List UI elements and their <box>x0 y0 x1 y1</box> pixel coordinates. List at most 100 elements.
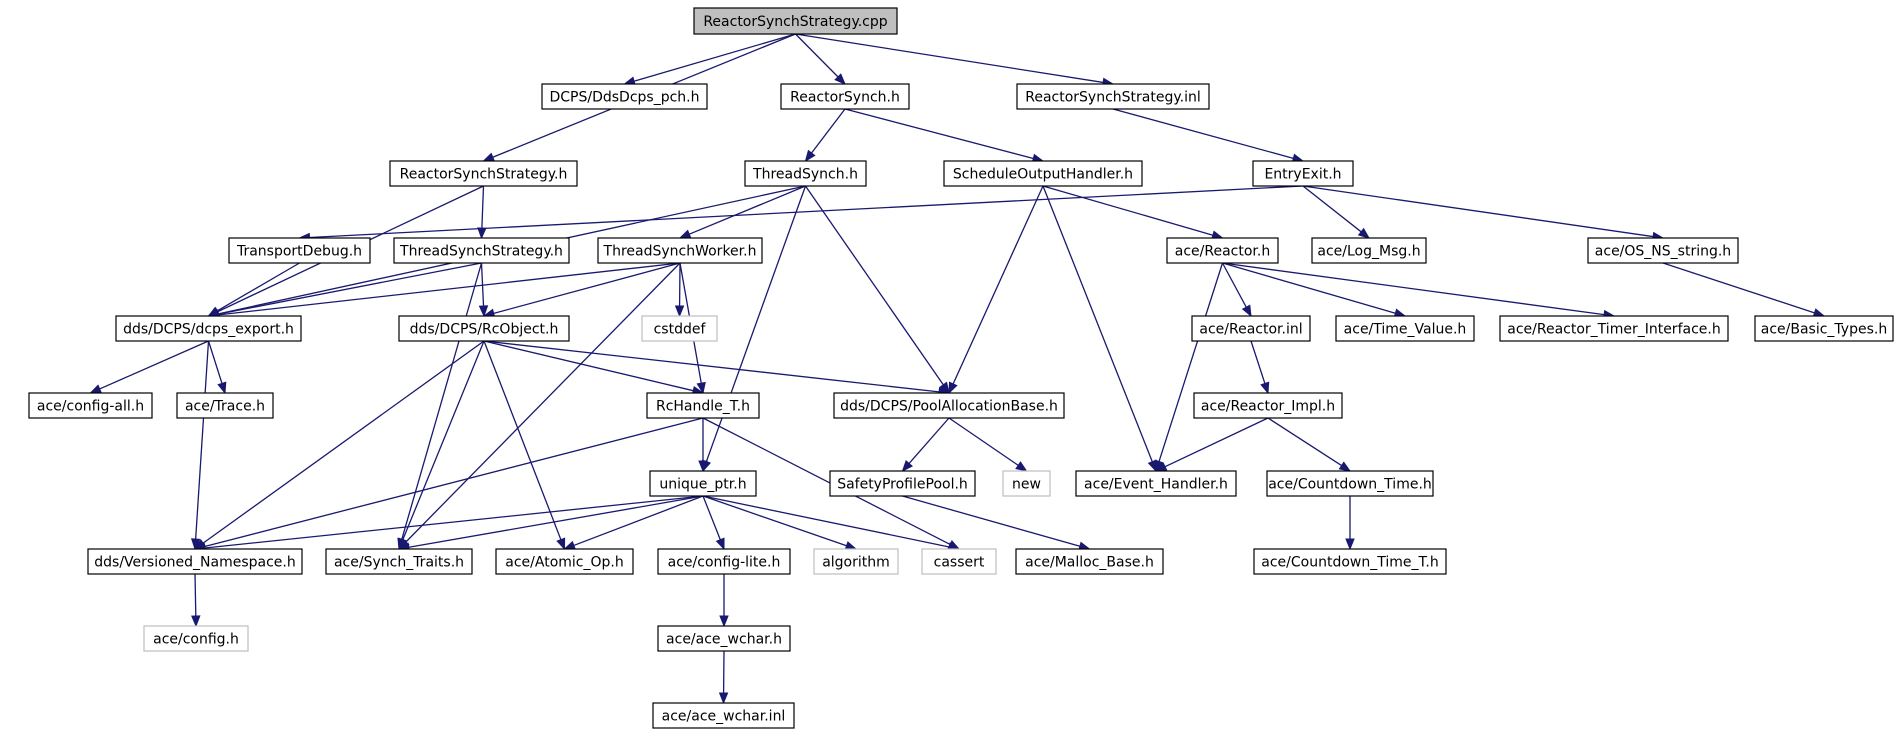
node-threadsynch-h[interactable]: ThreadSynch.h <box>744 160 867 187</box>
edge-dcps-export-h-to-ace-configall-h <box>89 340 209 394</box>
node-label: ace/OS_NS_string.h <box>1595 244 1731 260</box>
node-box <box>813 548 899 575</box>
node-ace-reactor-h[interactable]: ace/Reactor.h <box>1166 237 1279 264</box>
edge-ace-configlite-h-to-ace-acewchar-h <box>719 574 729 628</box>
node-entryexit-h[interactable]: EntryExit.h <box>1252 160 1354 187</box>
node-ace-ace-wchar-h[interactable]: ace/ace_wchar.h <box>657 625 791 652</box>
node-dds-dcps-poolallocationbase-h[interactable]: dds/DCPS/PoolAllocationBase.h <box>833 392 1065 419</box>
node-ace-malloc-base-h[interactable]: ace/Malloc_Base.h <box>1015 548 1164 575</box>
edge-ace-reactor-h-to-ace-rti-h <box>1222 262 1616 320</box>
edge-versioned-h-to-ace-config-h <box>191 573 201 628</box>
edge-reactorsynch-h-to-sched-h <box>844 108 1045 163</box>
node-dds-versioned-namespace-h[interactable]: dds/Versioned_Namespace.h <box>87 548 303 575</box>
edge-entryexit-h-to-ace-logmsg-h <box>1302 185 1371 239</box>
edge-sched-h-to-pool-h <box>948 185 1044 395</box>
node-label: ReactorSynchStrategy.h <box>400 167 568 183</box>
node-threadsynchworker-h[interactable]: ThreadSynchWorker.h <box>597 237 763 264</box>
node-box <box>1015 548 1164 575</box>
node-reactorsynchstrategy-h[interactable]: ReactorSynchStrategy.h <box>389 160 578 187</box>
node-box <box>744 160 867 187</box>
node-label: ace/Reactor_Impl.h <box>1201 399 1335 415</box>
node-cassert: cassert <box>921 548 997 575</box>
node-label: ace/Reactor_Timer_Interface.h <box>1507 322 1720 338</box>
node-box <box>495 548 634 575</box>
node-box <box>389 160 578 187</box>
node-reactorsynchstrategy-inl[interactable]: ReactorSynchStrategy.inl <box>1016 83 1210 110</box>
node-label: dds/Versioned_Namespace.h <box>94 555 295 571</box>
node-dds-dcps-rcobject-h[interactable]: dds/DCPS/RcObject.h <box>398 315 570 342</box>
node-transportdebug-h[interactable]: TransportDebug.h <box>228 237 371 264</box>
node-box <box>1335 315 1475 342</box>
node-box <box>1754 315 1894 342</box>
nodes-layer: ReactorSynchStrategy.cppDCPS/DdsDcps_pch… <box>28 7 1894 729</box>
node-unique-ptr-h[interactable]: unique_ptr.h <box>649 470 757 497</box>
node-ace-time-value-h[interactable]: ace/Time_Value.h <box>1335 315 1475 342</box>
node-label: ace/Synch_Traits.h <box>334 555 464 571</box>
edge-pool-h-to-new <box>948 417 1028 472</box>
node-ace-event-handler-h[interactable]: ace/Event_Handler.h <box>1075 470 1237 497</box>
node-label: SafetyProfilePool.h <box>837 477 968 493</box>
node-ace-countdown-time-t-h[interactable]: ace/Countdown_Time_T.h <box>1253 548 1447 575</box>
edge-pool-h-to-safety-h <box>901 417 950 473</box>
node-box <box>1016 83 1210 110</box>
node-box <box>1252 160 1354 187</box>
node-box <box>1266 470 1434 497</box>
node-threadsynchstrategy-h[interactable]: ThreadSynchStrategy.h <box>393 237 570 264</box>
node-ace-config-all-h[interactable]: ace/config-all.h <box>28 392 153 419</box>
edge-sched-h-to-ace-reactor-h <box>1042 185 1224 240</box>
node-dds-dcps-dcps-export-h[interactable]: dds/DCPS/dcps_export.h <box>115 315 302 342</box>
edge-threadsynch-h-to-uniqueptr-h <box>702 185 807 473</box>
node-ace-config-lite-h[interactable]: ace/config-lite.h <box>657 548 791 575</box>
node-rchandle-t-h[interactable]: RcHandle_T.h <box>646 392 760 419</box>
node-label: ace/Reactor.inl <box>1199 322 1302 338</box>
node-ace-log-msg-h[interactable]: ace/Log_Msg.h <box>1311 237 1427 264</box>
node-box <box>1166 237 1279 264</box>
node-box <box>1253 548 1447 575</box>
edge-uniqueptr-h-to-ace-atomicop-h <box>563 495 704 550</box>
node-dcps-ddsdcps-pch-h[interactable]: DCPS/DdsDcps_pch.h <box>541 83 708 110</box>
node-label: ThreadSynch.h <box>752 167 858 183</box>
node-label: ace/Basic_Types.h <box>1761 322 1887 338</box>
node-ace-reactor-timer-interface-h[interactable]: ace/Reactor_Timer_Interface.h <box>1499 315 1729 342</box>
node-box <box>780 83 910 110</box>
node-reactorsynchstrategy-cpp[interactable]: ReactorSynchStrategy.cpp <box>693 7 898 35</box>
edge-rcobject-h-to-versioned-h <box>193 340 485 550</box>
node-ace-reactor-inl[interactable]: ace/Reactor.inl <box>1191 315 1311 342</box>
node-label: ReactorSynch.h <box>790 90 900 106</box>
node-label: ace/Atomic_Op.h <box>505 555 623 571</box>
node-box <box>1499 315 1729 342</box>
node-safetyprofilepool-h[interactable]: SafetyProfilePool.h <box>829 470 976 497</box>
node-box <box>228 237 371 264</box>
node-label: ThreadSynchStrategy.h <box>399 244 563 260</box>
node-box <box>325 548 473 575</box>
edge-reactorsynch-h-to-threadsynch-h <box>804 108 846 163</box>
node-scheduleoutputhandler-h[interactable]: ScheduleOutputHandler.h <box>943 160 1143 187</box>
node-box <box>1002 470 1051 497</box>
node-ace-atomic-op-h[interactable]: ace/Atomic_Op.h <box>495 548 634 575</box>
node-label: ace/config-all.h <box>37 399 144 415</box>
node-box <box>1587 237 1739 264</box>
node-label: cassert <box>934 555 985 571</box>
node-ace-config-h: ace/config.h <box>143 625 249 652</box>
node-box <box>833 392 1065 419</box>
node-label: ace/Event_Handler.h <box>1084 477 1228 493</box>
node-ace-basic-types-h[interactable]: ace/Basic_Types.h <box>1754 315 1894 342</box>
node-ace-os-ns-string-h[interactable]: ace/OS_NS_string.h <box>1587 237 1739 264</box>
node-box <box>28 392 153 419</box>
edge-rss-inl-to-entryexit-h <box>1112 108 1305 163</box>
node-ace-countdown-time-h[interactable]: ace/Countdown_Time.h <box>1266 470 1434 497</box>
edge-uniqueptr-h-to-ace-configlite-h <box>702 495 725 551</box>
node-label: ace/Log_Msg.h <box>1317 244 1420 260</box>
node-box <box>1193 392 1343 419</box>
node-ace-reactor-impl-h[interactable]: ace/Reactor_Impl.h <box>1193 392 1343 419</box>
node-ace-trace-h[interactable]: ace/Trace.h <box>176 392 274 419</box>
node-label: ace/config.h <box>153 632 239 648</box>
node-ace-ace-wchar-inl[interactable]: ace/ace_wchar.inl <box>652 702 795 729</box>
node-ace-synch-traits-h[interactable]: ace/Synch_Traits.h <box>325 548 473 575</box>
node-box <box>657 548 791 575</box>
node-reactorsynch-h[interactable]: ReactorSynch.h <box>780 83 910 110</box>
edge-ace-reactor-h-to-ace-reactor-inl <box>1221 262 1252 318</box>
edge-tsw-h-to-cstddef <box>674 262 685 318</box>
edge-ace-reactor-inl-to-ace-reactorimpl-h <box>1250 340 1270 395</box>
edge-rcobject-h-to-ace-atomicop-h <box>483 340 566 551</box>
